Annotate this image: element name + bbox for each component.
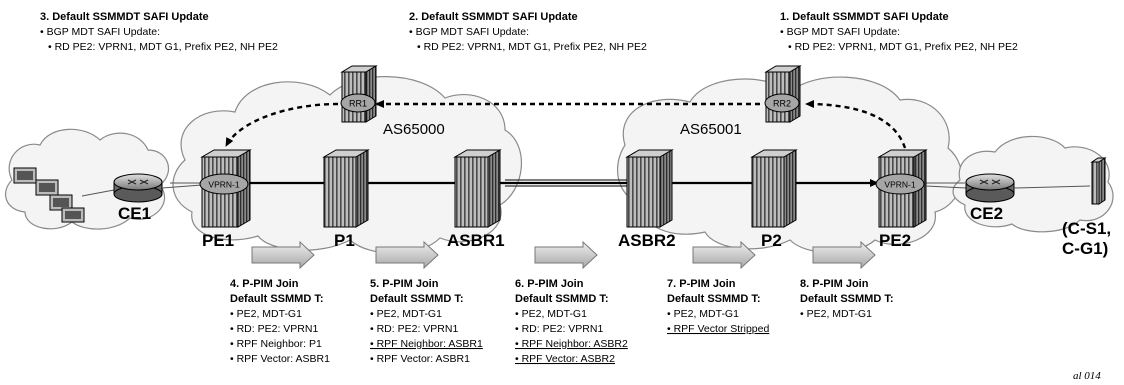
join-line: • RD: PE2: VPRN1 bbox=[515, 323, 603, 335]
join-title: 6. P-PIM Join bbox=[515, 278, 584, 290]
join-line: • PE2, MDT-G1 bbox=[370, 308, 442, 320]
join-title: 8. P-PIM Join bbox=[800, 278, 869, 290]
join-line: • RPF Vector: ASBR2 bbox=[515, 353, 615, 365]
join-line: • RPF Vector: ASBR1 bbox=[370, 353, 470, 365]
update-3-line: • BGP MDT SAFI Update: bbox=[40, 26, 160, 38]
join-subtitle: Default SSMMD T: bbox=[230, 293, 324, 305]
source-server-icon[interactable] bbox=[1090, 157, 1107, 205]
rr1-server[interactable]: RR1 bbox=[340, 65, 378, 123]
pe1-router[interactable]: VPRN-1 bbox=[199, 149, 252, 228]
join-line: • PE2, MDT-G1 bbox=[800, 308, 872, 320]
join-line: • PE2, MDT-G1 bbox=[230, 308, 302, 320]
p1-router[interactable] bbox=[322, 149, 370, 228]
computer-icon bbox=[49, 194, 73, 211]
update-1-line: • RD PE2: VPRN1, MDT G1, Prefix PE2, NH … bbox=[788, 41, 1018, 53]
join-line: • RPF Vector: ASBR1 bbox=[230, 353, 330, 365]
computer-icon bbox=[35, 179, 59, 196]
pe1-label: PE1 bbox=[202, 231, 234, 250]
join-title: 5. P-PIM Join bbox=[370, 278, 439, 290]
update-2-line: • BGP MDT SAFI Update: bbox=[409, 26, 529, 38]
join-subtitle: Default SSMMD T: bbox=[800, 293, 894, 305]
source-label-line1: (C-S1, bbox=[1062, 219, 1111, 238]
join-direction-arrow bbox=[251, 240, 315, 270]
join-title: 4. P-PIM Join bbox=[230, 278, 299, 290]
asbr1-router[interactable] bbox=[453, 149, 502, 228]
join-line: • PE2, MDT-G1 bbox=[515, 308, 587, 320]
update-3-title: 3. Default SSMMDT SAFI Update bbox=[40, 11, 209, 23]
join-subtitle: Default SSMMD T: bbox=[667, 293, 761, 305]
join-line: • RPF Vector Stripped bbox=[667, 323, 769, 335]
source-label-line2: C-G1) bbox=[1062, 239, 1108, 258]
join-line: • PE2, MDT-G1 bbox=[667, 308, 739, 320]
bgp-update-arrow-pe2-to-rr2 bbox=[805, 100, 907, 149]
rr2-label: RR2 bbox=[773, 99, 791, 109]
join-line: • RPF Neighbor: ASBR1 bbox=[370, 338, 483, 350]
p2-label: P2 bbox=[761, 231, 782, 250]
p1-label: P1 bbox=[334, 231, 355, 250]
join-subtitle: Default SSMMD T: bbox=[370, 293, 464, 305]
join-line: • RPF Neighbor: ASBR2 bbox=[515, 338, 628, 350]
join-subtitle: Default SSMMD T: bbox=[515, 293, 609, 305]
p2-router[interactable] bbox=[750, 149, 798, 228]
cloud-ce2-site bbox=[952, 135, 1114, 233]
as65000-label: AS65000 bbox=[383, 121, 445, 138]
asbr1-label: ASBR1 bbox=[447, 231, 505, 250]
join-direction-arrow bbox=[534, 240, 598, 270]
computer-icon bbox=[13, 167, 37, 184]
as65001-label: AS65001 bbox=[680, 121, 742, 138]
asbr2-router[interactable] bbox=[625, 149, 674, 228]
join-direction-arrow bbox=[812, 240, 876, 270]
update-2-text: 2. Default SSMMDT SAFI Update • BGP MDT … bbox=[409, 11, 647, 53]
join-line: • RD: PE2: VPRN1 bbox=[230, 323, 318, 335]
update-1-title: 1. Default SSMMDT SAFI Update bbox=[780, 11, 949, 23]
join-title: 7. P-PIM Join bbox=[667, 278, 736, 290]
update-1-text: 1. Default SSMMDT SAFI Update • BGP MDT … bbox=[780, 11, 1018, 53]
update-1-line: • BGP MDT SAFI Update: bbox=[780, 26, 900, 38]
ce1-label: CE1 bbox=[118, 204, 151, 223]
rr1-label: RR1 bbox=[349, 99, 367, 109]
pe2-vprn-label: VPRN-1 bbox=[884, 180, 915, 190]
computer-icon bbox=[61, 207, 85, 223]
ce2-router[interactable] bbox=[965, 173, 1015, 203]
link-pe2-ce2 bbox=[925, 185, 967, 189]
join-direction-arrow bbox=[375, 240, 439, 270]
ce1-router[interactable] bbox=[113, 173, 163, 203]
pe2-router[interactable]: VPRN-1 bbox=[875, 149, 928, 228]
pe2-label: PE2 bbox=[879, 231, 911, 250]
rr2-server[interactable]: RR2 bbox=[764, 65, 802, 123]
join-direction-arrow bbox=[692, 240, 756, 270]
update-2-title: 2. Default SSMMDT SAFI Update bbox=[409, 11, 578, 23]
link-ce2-source bbox=[1013, 185, 1091, 189]
update-3-line: • RD PE2: VPRN1, MDT G1, Prefix PE2, NH … bbox=[48, 41, 278, 53]
pe1-vprn-label: VPRN-1 bbox=[208, 180, 239, 190]
link-ce1-pe1 bbox=[161, 184, 203, 189]
join-line: • RD: PE2: VPRN1 bbox=[370, 323, 458, 335]
asbr2-label: ASBR2 bbox=[618, 231, 676, 250]
figure-id: al 014 bbox=[1073, 370, 1101, 382]
update-2-line: • RD PE2: VPRN1, MDT G1, Prefix PE2, NH … bbox=[417, 41, 647, 53]
join-line: • RPF Neighbor: P1 bbox=[230, 338, 322, 350]
link-hosts-ce1 bbox=[81, 189, 115, 197]
ce2-label: CE2 bbox=[970, 204, 1003, 223]
update-3-text: 3. Default SSMMDT SAFI Update • BGP MDT … bbox=[40, 11, 278, 53]
